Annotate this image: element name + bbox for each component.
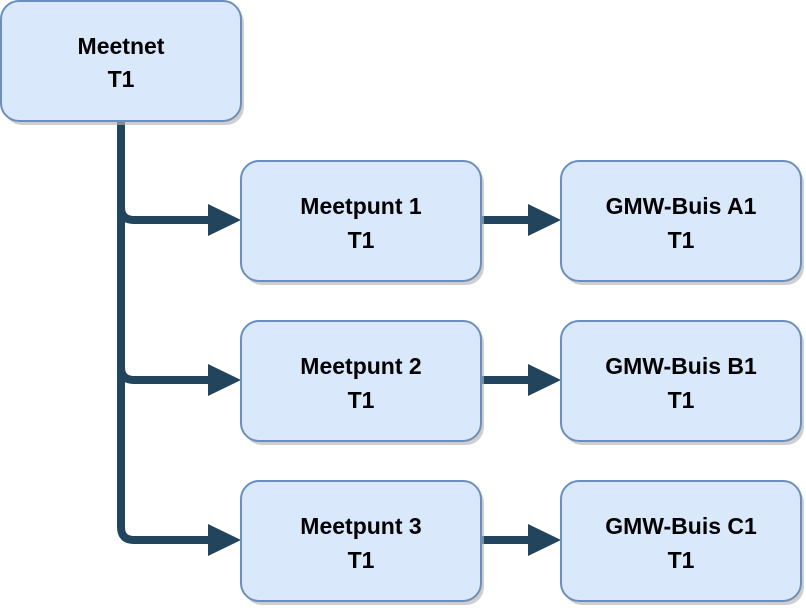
arrowhead-meetpunt1 <box>208 204 241 236</box>
node-meetpunt-1-sublabel: T1 <box>348 227 375 253</box>
node-gmw-buis-b1-label: GMW-Buis B1 <box>605 353 757 379</box>
arrowhead-buis-b1 <box>528 364 561 396</box>
node-gmw-buis-b1-sublabel: T1 <box>668 387 695 413</box>
edge-meetnet-meetpunt1 <box>117 121 212 224</box>
node-meetnet[interactable]: Meetnet T1 <box>0 0 244 125</box>
arrowhead-buis-a1 <box>528 204 561 236</box>
node-meetpunt-3[interactable]: Meetpunt 3 T1 <box>240 480 484 605</box>
node-meetpunt-1-label: Meetpunt 1 <box>300 193 422 219</box>
node-meetnet-sublabel: T1 <box>108 66 135 92</box>
connectors <box>117 121 561 556</box>
node-gmw-buis-c1-sublabel: T1 <box>668 547 695 573</box>
node-meetnet-label: Meetnet <box>78 33 165 59</box>
node-meetpunt-3-label: Meetpunt 3 <box>300 513 421 539</box>
arrowhead-meetpunt2 <box>208 364 241 396</box>
edge-meetnet-meetpunt3 <box>117 121 212 544</box>
node-gmw-buis-c1[interactable]: GMW-Buis C1 T1 <box>560 480 804 605</box>
node-gmw-buis-c1-label: GMW-Buis C1 <box>605 513 757 539</box>
node-gmw-buis-a1-label: GMW-Buis A1 <box>606 193 757 219</box>
arrowhead-buis-c1 <box>528 524 561 556</box>
node-gmw-buis-b1[interactable]: GMW-Buis B1 T1 <box>560 320 804 445</box>
node-meetpunt-2[interactable]: Meetpunt 2 T1 <box>240 320 484 445</box>
arrowhead-meetpunt3 <box>208 524 241 556</box>
node-meetpunt-2-sublabel: T1 <box>348 387 375 413</box>
node-gmw-buis-a1[interactable]: GMW-Buis A1 T1 <box>560 160 804 285</box>
node-meetpunt-2-label: Meetpunt 2 <box>300 353 421 379</box>
node-meetpunt-1[interactable]: Meetpunt 1 T1 <box>240 160 484 285</box>
node-gmw-buis-a1-sublabel: T1 <box>668 227 695 253</box>
edge-meetnet-meetpunt2 <box>117 121 212 384</box>
node-meetpunt-3-sublabel: T1 <box>348 547 375 573</box>
